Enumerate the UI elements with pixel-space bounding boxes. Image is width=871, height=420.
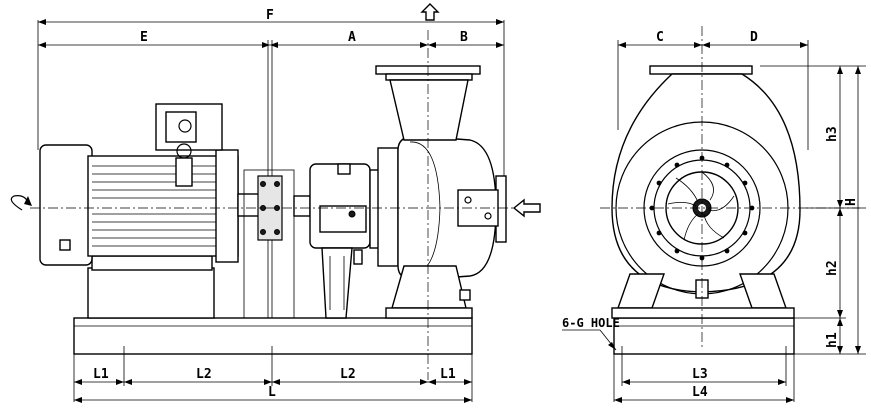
end-foot-right — [739, 273, 787, 309]
dim-L-row: L1 L2 L2 L1 L — [73, 346, 473, 403]
dim-L3-L4: L3 L4 — [613, 346, 795, 403]
dim-label-C: C — [656, 30, 664, 45]
dim-label-A: A — [348, 30, 356, 45]
end-foot-left — [617, 273, 665, 309]
bearing-housing — [293, 163, 385, 319]
rotation-arrow-icon — [10, 195, 32, 211]
dim-label-h2: h2 — [825, 260, 840, 276]
motor-pedestal — [87, 267, 215, 319]
dim-h-column: h3 h2 h1 H — [760, 65, 866, 355]
dim-label-B: B — [460, 30, 468, 45]
dim-label-L4: L4 — [692, 385, 708, 400]
dim-label-L1-left: L1 — [93, 367, 109, 382]
hole-callout: 6-G HOLE — [562, 316, 620, 351]
flange-bolts — [649, 155, 755, 261]
dim-label-D: D — [750, 30, 758, 45]
dim-label-h1: h1 — [825, 332, 840, 348]
dim-label-L1-right: L1 — [440, 367, 456, 382]
base-frame — [73, 317, 473, 355]
dim-label-L2-right: L2 — [340, 367, 356, 382]
hole-note: 6-G HOLE — [562, 316, 620, 330]
side-view: F E A B — [10, 3, 541, 403]
dim-label-E: E — [140, 30, 148, 45]
end-view: C D h3 h2 h1 H — [562, 26, 866, 403]
flow-in-arrow-icon — [512, 198, 541, 218]
dim-label-F: F — [266, 8, 274, 23]
dim-E-A-B: E A B — [38, 30, 504, 48]
flow-up-arrow-icon — [420, 3, 440, 21]
dim-label-H: H — [844, 198, 859, 206]
dim-label-h3: h3 — [825, 126, 840, 142]
dim-C-D: C D — [617, 30, 809, 150]
dim-label-L3: L3 — [692, 367, 708, 382]
pump-casing — [375, 65, 507, 319]
dim-label-L: L — [268, 385, 276, 400]
coupling-guard — [243, 169, 295, 319]
motor — [39, 103, 273, 266]
motor-feet — [91, 255, 213, 271]
dim-F: F — [37, 8, 505, 176]
end-view-base — [613, 317, 795, 355]
dim-label-L2-left: L2 — [196, 367, 212, 382]
